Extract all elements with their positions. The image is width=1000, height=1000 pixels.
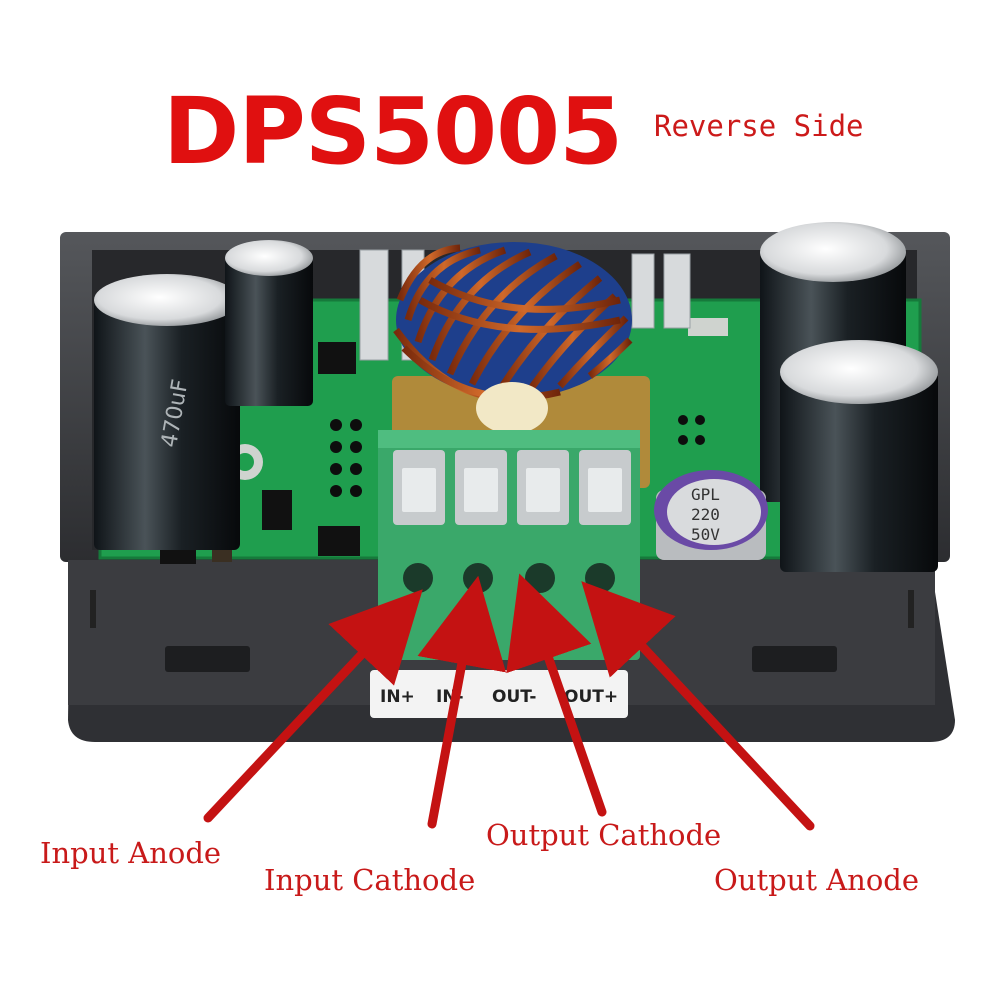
capacitor-right-front (780, 340, 938, 572)
product-title: DPS5005 (163, 78, 623, 185)
label-input-cathode: Input Cathode (264, 863, 476, 897)
capacitor-left-large: 470uF (94, 274, 240, 550)
terminal-block (378, 430, 640, 660)
subtitle: Reverse Side (654, 109, 864, 143)
terminal-label-in-plus: IN+ (380, 687, 415, 707)
label-output-cathode: Output Cathode (486, 818, 722, 852)
capacitor-left-small (225, 240, 313, 406)
capacitor-polymer: GPL 220 50V (654, 470, 768, 560)
terminal-label-out-plus: OUT+ (564, 687, 618, 707)
terminal-label-out-minus: OUT- (492, 687, 536, 707)
terminal-screws (393, 450, 631, 525)
label-output-anode: Output Anode (714, 863, 920, 897)
terminal-label-sticker: IN+ IN- OUT- OUT+ (370, 670, 628, 718)
cap-label-2: 220 (691, 505, 720, 524)
cap-label-1: GPL (691, 485, 720, 504)
cap-label-3: 50V (691, 525, 720, 544)
arrow-icon (203, 573, 815, 831)
label-input-anode: Input Anode (40, 836, 222, 870)
